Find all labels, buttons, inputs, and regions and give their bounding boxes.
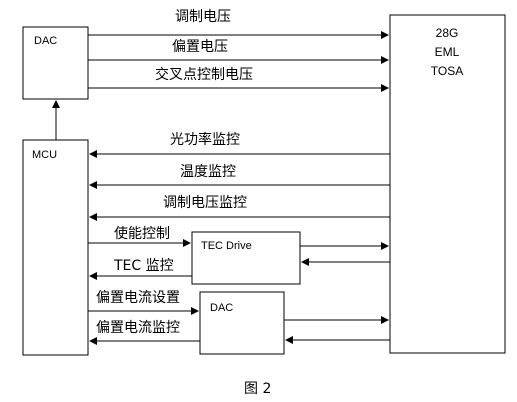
- dac-top-label: DAC: [34, 35, 57, 47]
- mod-voltage-monitor-label: 调制电压监控: [163, 195, 247, 211]
- dac-top-box: [22, 26, 89, 100]
- tec-monitor-label: TEC 监控: [113, 258, 174, 274]
- mcu-box: [22, 139, 89, 356]
- tec-drive-box: [191, 231, 301, 285]
- bias-voltage-label: 偏置电压: [172, 39, 228, 55]
- cross-voltage-label: 交叉点控制电压: [155, 66, 253, 83]
- dac-bottom-label: DAC: [210, 302, 233, 314]
- tosa-box: [389, 14, 506, 354]
- tec-drive-label: TEC Drive: [201, 240, 252, 252]
- temperature-monitor-label: 温度监控: [180, 164, 236, 180]
- bias-current-monitor-label: 偏置电流监控: [96, 320, 180, 336]
- enable-control-label: 使能控制: [114, 225, 170, 242]
- tosa-label-2: EML: [435, 45, 460, 59]
- optical-power-monitor-label: 光功率监控: [170, 131, 240, 148]
- tosa-label-3: TOSA: [431, 64, 463, 78]
- mcu-label: MCU: [32, 149, 57, 161]
- dac-bottom-box: [199, 291, 285, 355]
- tosa-label-1: 28G: [436, 26, 459, 40]
- bias-current-set-label: 偏置电流设置: [96, 290, 180, 306]
- figure-caption: 图 2: [244, 381, 271, 397]
- mod-voltage-label: 调制电压: [175, 9, 231, 25]
